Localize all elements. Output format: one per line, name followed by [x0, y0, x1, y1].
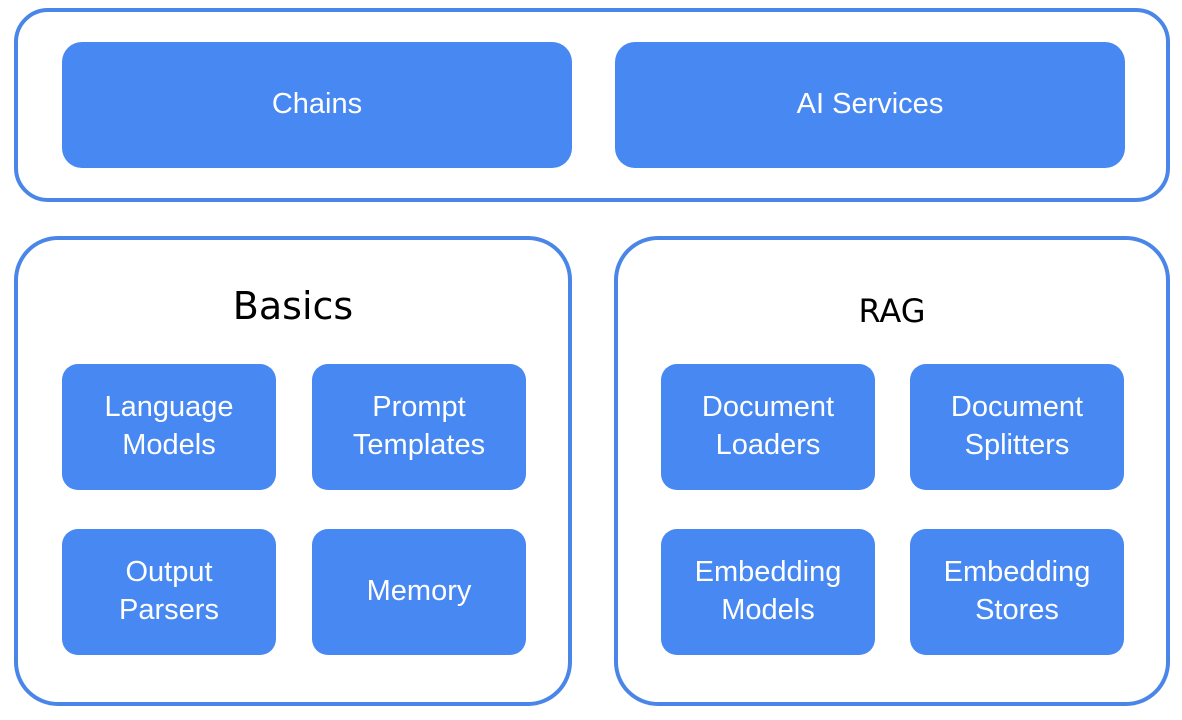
ai-services-box: AI Services [615, 42, 1125, 168]
top-panel: Chains AI Services [14, 8, 1170, 202]
rag-title: RAG [858, 292, 926, 330]
chains-box: Chains [62, 42, 572, 168]
basics-title: Basics [232, 284, 354, 328]
basics-panel: Basics Language Models Prompt Templates … [14, 236, 572, 706]
output-parsers-box: Output Parsers [62, 529, 276, 655]
memory-box: Memory [312, 529, 526, 655]
document-loaders-box: Document Loaders [661, 364, 875, 490]
document-splitters-box: Document Splitters [910, 364, 1124, 490]
rag-panel: RAG Document Loaders Document Splitters … [614, 236, 1170, 706]
prompt-templates-box: Prompt Templates [312, 364, 526, 490]
embedding-stores-box: Embedding Stores [910, 529, 1124, 655]
language-models-box: Language Models [62, 364, 276, 490]
embedding-models-box: Embedding Models [661, 529, 875, 655]
